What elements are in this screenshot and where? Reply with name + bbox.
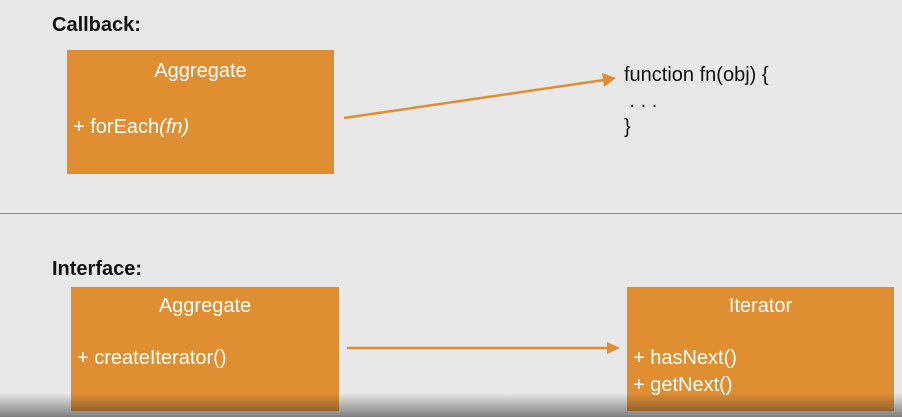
interface-aggregate-box: Aggregate + createIterator() bbox=[71, 287, 339, 411]
has-next-method: + hasNext() bbox=[633, 347, 737, 369]
iterator-box: Iterator + hasNext() + getNext() bbox=[627, 287, 894, 411]
callback-aggregate-name: Aggregate bbox=[154, 60, 247, 82]
get-next-method: + getNext() bbox=[633, 374, 733, 396]
callback-function-code: function fn(obj) { . . . } bbox=[624, 62, 769, 140]
code-line-1: function fn(obj) { bbox=[624, 64, 769, 86]
callback-arrowhead bbox=[602, 73, 616, 87]
interface-arrowhead bbox=[607, 342, 620, 354]
interface-aggregate-name: Aggregate bbox=[158, 295, 252, 317]
foreach-method-name: + forEach bbox=[73, 116, 160, 138]
callback-section-title: Callback: bbox=[52, 14, 141, 36]
iterator-name: Iterator bbox=[728, 295, 793, 317]
callback-arrow bbox=[343, 78, 605, 120]
section-divider bbox=[0, 213, 902, 214]
interface-section-title: Interface: bbox=[52, 258, 143, 280]
code-line-2: . . . bbox=[624, 90, 658, 112]
foreach-method-param: (fn) bbox=[159, 116, 190, 138]
code-line-3: } bbox=[624, 116, 631, 138]
foreach-method: + forEach(fn) bbox=[73, 116, 189, 139]
callback-aggregate-box: Aggregate + forEach(fn) bbox=[67, 50, 334, 174]
create-iterator-method: + createIterator() bbox=[77, 347, 227, 369]
